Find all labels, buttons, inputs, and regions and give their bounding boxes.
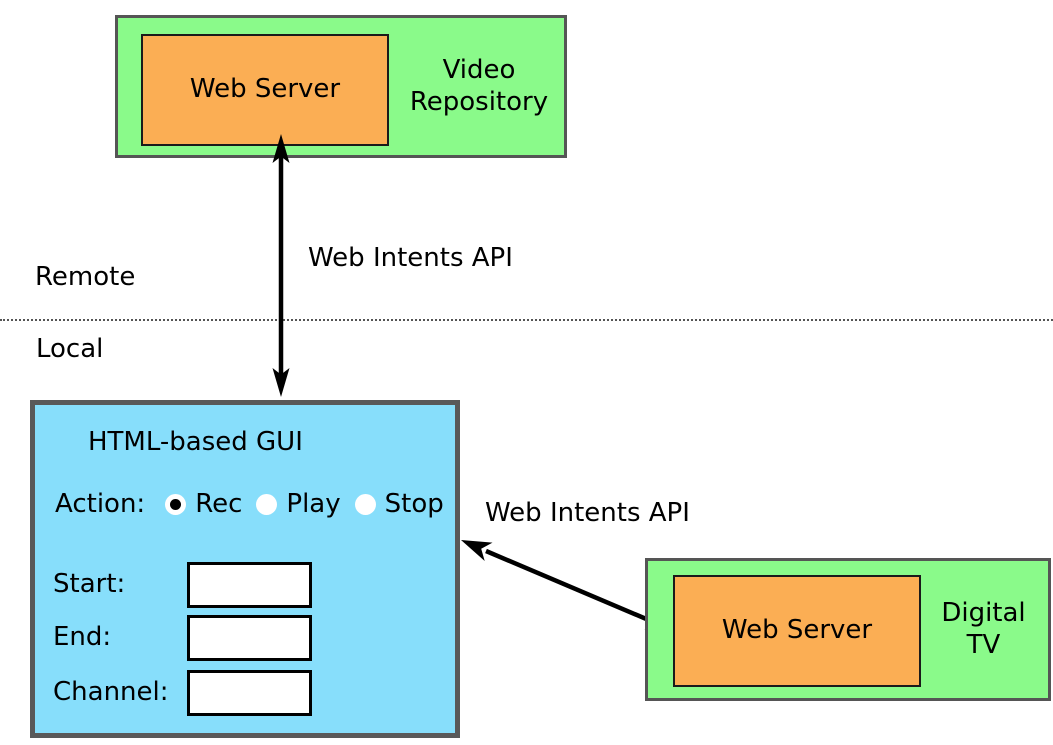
end-field-label: End: <box>53 622 112 653</box>
radio-dot <box>360 499 371 510</box>
play-radio-label: Play <box>286 489 341 519</box>
local-zone-label: Local <box>36 334 104 364</box>
radio-dot <box>261 499 272 510</box>
channel-input-field <box>187 670 312 716</box>
video-repository-web-server-box: Web Server <box>141 34 389 146</box>
end-input-field <box>187 615 312 661</box>
start-input-field <box>187 562 312 608</box>
stop-radio-button <box>354 494 376 516</box>
web-intents-api-label-top: Web Intents API <box>308 243 513 273</box>
web-intents-api-label-right: Web Intents API <box>485 498 690 528</box>
start-field-row: Start: <box>53 562 312 608</box>
html-gui-box: HTML-based GUI Action: Rec Play Stop Sta… <box>30 400 460 738</box>
start-field-label: Start: <box>53 569 126 600</box>
vertical-double-arrow <box>272 134 290 397</box>
action-row: Action: Rec Play Stop <box>55 489 458 520</box>
stop-radio-label: Stop <box>384 489 444 519</box>
rec-radio-button <box>165 494 187 516</box>
remote-local-divider-line <box>0 319 1053 321</box>
digital-tv-web-server-label: Web Server <box>721 615 873 646</box>
video-repository-web-server-label: Web Server <box>189 74 341 105</box>
video-repository-label: Video Repository <box>409 55 549 117</box>
radio-option-stop: Stop <box>354 489 444 520</box>
rec-radio-label: Rec <box>195 489 243 519</box>
radio-dot <box>170 499 182 511</box>
radio-option-rec: Rec <box>165 489 242 520</box>
radio-option-play: Play <box>256 489 341 520</box>
channel-field-label: Channel: <box>53 677 169 708</box>
action-label: Action: <box>55 489 146 519</box>
digital-tv-label: Digital TV <box>941 598 1026 660</box>
remote-zone-label: Remote <box>35 262 136 292</box>
digital-tv-web-server-box: Web Server <box>673 575 921 687</box>
channel-field-row: Channel: <box>53 670 312 716</box>
play-radio-button <box>256 494 278 516</box>
end-field-row: End: <box>53 615 312 661</box>
diagonal-double-arrow <box>461 540 676 632</box>
video-repository-box: Web Server Video Repository <box>115 15 567 158</box>
digital-tv-box: Web Server Digital TV <box>645 558 1051 701</box>
gui-title: HTML-based GUI <box>88 427 303 457</box>
